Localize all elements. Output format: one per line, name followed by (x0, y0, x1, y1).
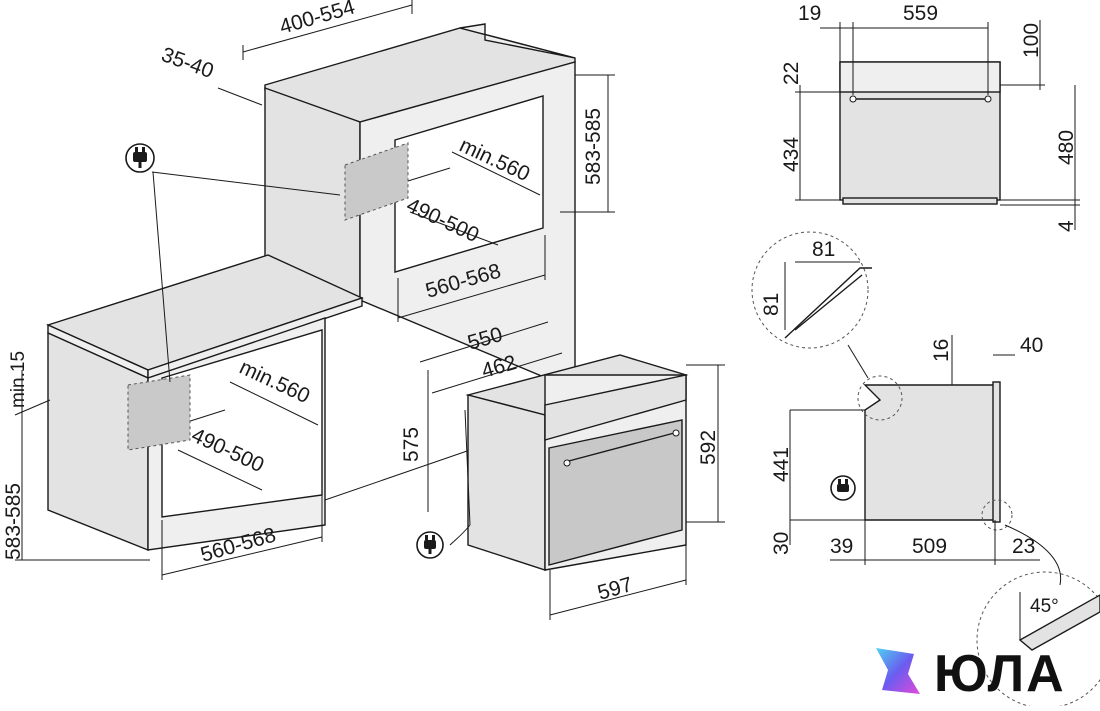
oven-side-view (789, 335, 1062, 586)
label-front-434: 434 (780, 137, 803, 172)
label-front-559: 559 (903, 2, 938, 25)
oven-iso (449, 354, 689, 571)
column-cabinet (264, 23, 576, 392)
label-side-30: 30 (770, 532, 793, 555)
label-col-height: 583-585 (582, 108, 605, 185)
label-front-100: 100 (1020, 23, 1043, 58)
oven-door-glass (548, 419, 683, 566)
socket-area (344, 142, 409, 221)
label-oven-597: 597 (595, 573, 635, 605)
label-front-480: 480 (1055, 130, 1078, 165)
corner-detail (751, 231, 872, 379)
label-front-19: 19 (798, 2, 821, 25)
brand-logo-mark (876, 648, 920, 694)
label-side-40: 40 (1020, 334, 1043, 357)
label-oven-462: 462 (479, 351, 519, 383)
label-base-height: 583-585 (2, 483, 25, 560)
label-front-4: 4 (1055, 220, 1078, 232)
brand-logo: ЮЛА (868, 640, 1100, 706)
plug-icon-oven (416, 531, 444, 559)
label-detail-81v: 81 (760, 293, 783, 316)
oven-front-view (795, 20, 1080, 230)
label-side-23: 23 (1012, 535, 1035, 558)
label-angle: 45° (1030, 596, 1059, 617)
label-side-509: 509 (912, 535, 947, 558)
label-col-offset: 35-40 (158, 43, 216, 83)
label-side-441: 441 (770, 447, 793, 482)
label-detail-81h: 81 (812, 238, 835, 261)
base-cabinet (46, 254, 471, 552)
label-side-16: 16 (930, 339, 953, 362)
dimension-lines (14, 0, 725, 620)
socket-area-base (127, 374, 191, 451)
label-oven-592: 592 (697, 430, 720, 465)
brand-logo-text: ЮЛА (934, 645, 1066, 703)
label-oven-575: 575 (400, 427, 423, 462)
label-side-39: 39 (830, 535, 853, 558)
label-col-top: 400-554 (277, 0, 358, 39)
plug-icon-side (830, 475, 856, 501)
angle-detail (976, 571, 1100, 706)
label-front-22: 22 (780, 62, 803, 85)
plug-icon-main (125, 143, 155, 173)
label-base-offset: min.15 (8, 351, 29, 408)
